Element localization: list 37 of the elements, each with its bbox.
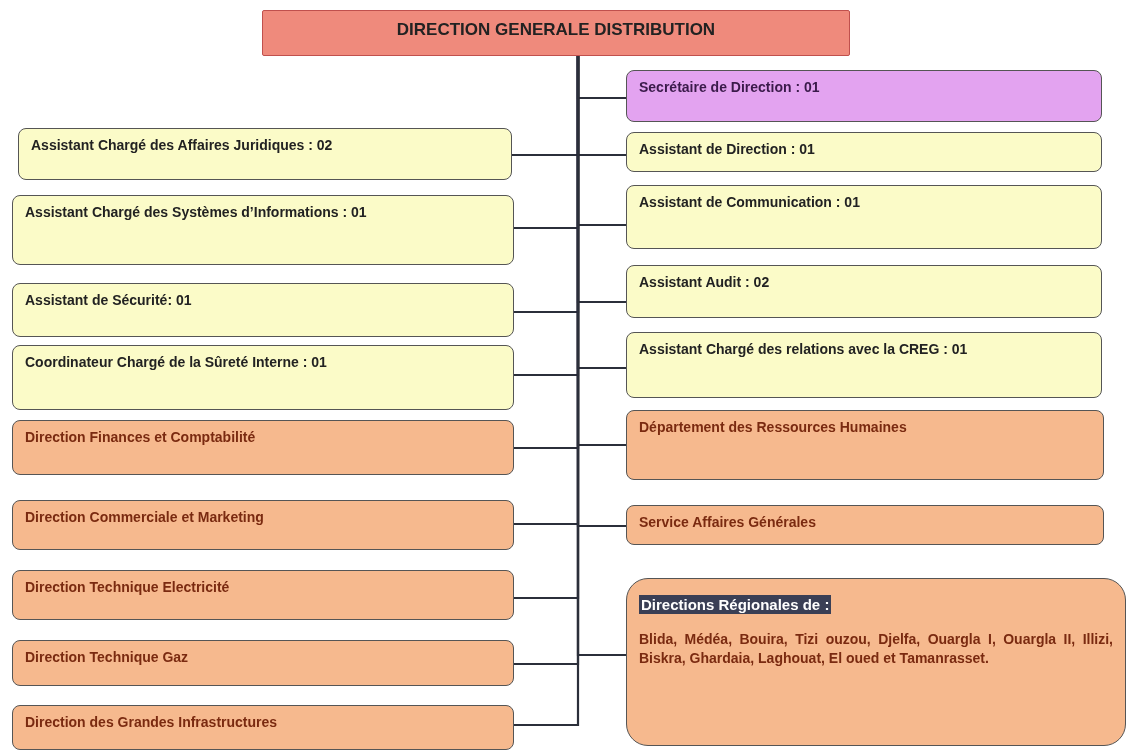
box-label: Assistant Audit : 02 [639, 274, 770, 290]
box-label: Direction Commerciale et Marketing [25, 509, 264, 525]
org-box [626, 132, 1102, 172]
box-label: DIRECTION GENERALE DISTRIBUTION [396, 20, 716, 39]
box-label: Direction Finances et Comptabilité [25, 429, 256, 445]
box-heading: Directions Régionales de : [639, 595, 832, 614]
box-label: Assistant de Communication : 01 [639, 194, 860, 210]
box-label: Direction des Grandes Infrastructures [25, 714, 278, 730]
box-label: Coordinateur Chargé de la Sûreté Interne : 01 [25, 354, 327, 370]
org-box [626, 185, 1102, 249]
org-box [626, 410, 1104, 480]
box-text: Blida, Médéa, Bouira, Tizi ouzou, Djelfa, Ouargla I, Ouargla II, Illizi, Biskra, Ghardaia, Laghouat, El oued et Tamanrasset. [639, 630, 1113, 668]
org-box [12, 640, 514, 686]
org-box [12, 705, 514, 750]
org-box [626, 70, 1102, 122]
org-box [12, 283, 514, 337]
org-box [626, 578, 1126, 746]
box-label: Assistant de Direction : 01 [639, 141, 815, 157]
org-box [626, 265, 1102, 318]
org-box [626, 505, 1104, 545]
title-box [262, 10, 850, 56]
org-box [12, 195, 514, 265]
box-label: Service Affaires Générales [639, 514, 816, 530]
box-label: Direction Technique Gaz [25, 649, 189, 665]
org-box [18, 128, 512, 180]
org-box [12, 500, 514, 550]
org-box [626, 332, 1102, 398]
box-label: Secrétaire de Direction : 01 [639, 79, 820, 95]
box-label: Département des Ressources Humaines [639, 419, 907, 435]
box-label: Assistant Chargé des Systèmes d’Informations : 01 [25, 204, 367, 220]
box-label: Assistant Chargé des Affaires Juridiques : 02 [31, 137, 333, 153]
box-label: Assistant Chargé des relations avec la CREG : 01 [639, 341, 968, 357]
org-box [12, 420, 514, 475]
box-label: Assistant de Sécurité: 01 [25, 292, 192, 308]
org-box [12, 570, 514, 620]
box-label: Direction Technique Electricité [25, 579, 230, 595]
org-box [12, 345, 514, 410]
